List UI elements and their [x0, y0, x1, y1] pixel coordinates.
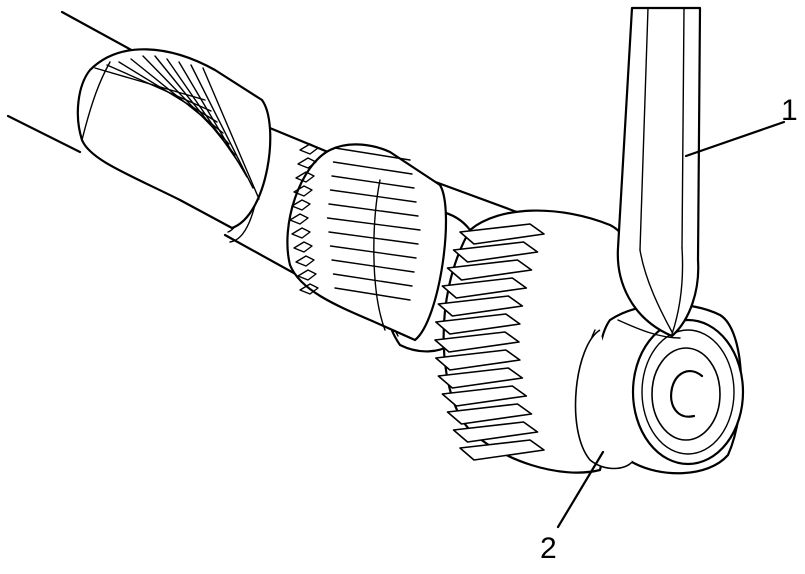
gear-tooth: [437, 295, 524, 317]
ring-tooth-groove: [326, 217, 421, 231]
ring-edge: [373, 179, 386, 331]
ring-tooth-groove: [331, 175, 415, 189]
ring-tooth-outer: [291, 227, 311, 239]
ring-tooth-outer: [291, 199, 311, 211]
gear-tooth: [446, 403, 533, 425]
spline-tooth: [166, 58, 242, 167]
ring-tooth-outer: [295, 171, 315, 183]
gear-tooth: [441, 277, 528, 299]
ring-tooth-groove: [331, 259, 415, 273]
ring-tooth-outer: [299, 143, 319, 155]
gear-tooth: [452, 241, 539, 263]
gear-tooth: [446, 259, 533, 281]
gear-tooth: [437, 367, 524, 389]
spline-tooth: [190, 64, 254, 189]
gear-tooth: [441, 385, 528, 407]
callout-2-label: 2: [540, 532, 557, 565]
gear-tooth: [459, 223, 545, 245]
left-spline-section: [76, 48, 272, 230]
ring-tooth-outer: [297, 269, 317, 281]
ring-tooth-groove: [334, 287, 411, 301]
middle-spline-ring: [286, 143, 448, 342]
ring-body: [286, 143, 448, 342]
ring-tooth-groove: [328, 203, 419, 217]
ring-tooth-outer: [293, 185, 313, 197]
screwdriver: [616, 6, 702, 339]
ring-tooth-groove: [329, 189, 417, 203]
ring-tooth-groove: [332, 273, 413, 287]
leader-lines: [556, 120, 786, 529]
callout-2-leader: [556, 450, 605, 529]
spline-tooth: [178, 61, 248, 178]
gear-tooth: [452, 421, 539, 443]
ring-tooth-groove: [332, 161, 413, 175]
callout-1-leader: [684, 120, 786, 158]
spline-body: [76, 48, 272, 230]
gear-tooth: [434, 331, 520, 353]
gear-tooth: [435, 349, 521, 371]
gear-end-face: [574, 303, 745, 475]
ring-tooth-outer: [293, 241, 313, 253]
callout-1-label: 1: [781, 94, 798, 127]
ring-tooth-outer: [289, 213, 309, 225]
ring-tooth-outer: [295, 255, 315, 267]
ring-tooth-outer: [299, 283, 319, 295]
gear-tooth: [435, 313, 521, 335]
gear-tooth: [459, 439, 545, 461]
spline-tooth: [202, 67, 260, 200]
spline-edge: [81, 61, 111, 141]
ring-tooth-groove: [334, 147, 411, 161]
ring-tooth-outer: [297, 157, 317, 169]
